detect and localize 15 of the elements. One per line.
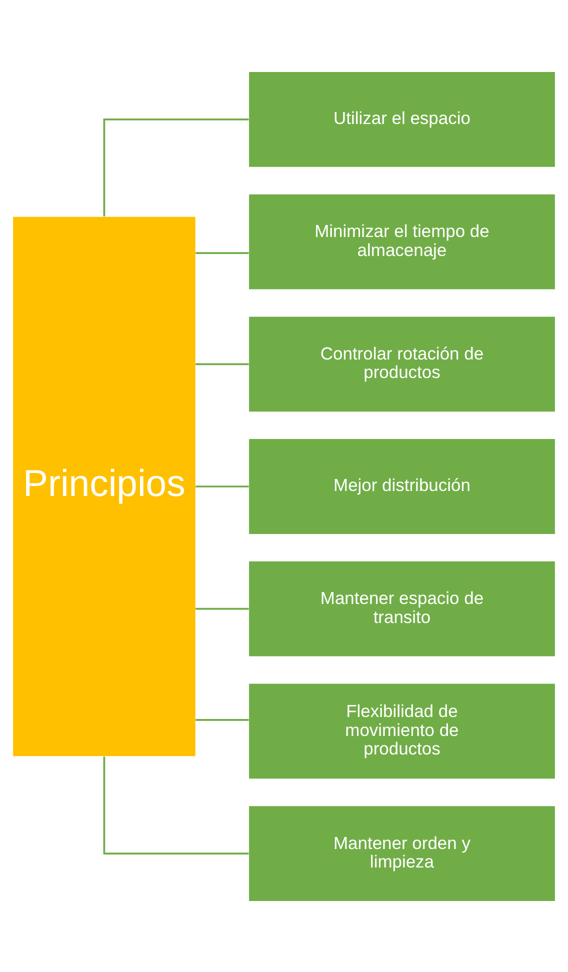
node-box: Minimizar el tiempo de almacenaje [249,194,555,289]
connector [196,252,249,254]
connector [196,485,249,487]
connector [103,756,249,854]
connector [196,362,249,365]
node-box: Utilizar el espacio [249,72,555,166]
node-box: Mantener orden y limpieza [249,806,555,900]
node-box: Controlar rotación de productos [249,316,555,412]
connector [103,118,249,216]
node-box: Flexibilidad de movimiento de productos [249,683,555,778]
node-box: Principios [13,216,196,756]
connector [196,718,249,720]
node-box: Mejor distribución [249,438,555,534]
node-box: Mantener espacio de transito [249,560,555,656]
connector [196,607,249,610]
